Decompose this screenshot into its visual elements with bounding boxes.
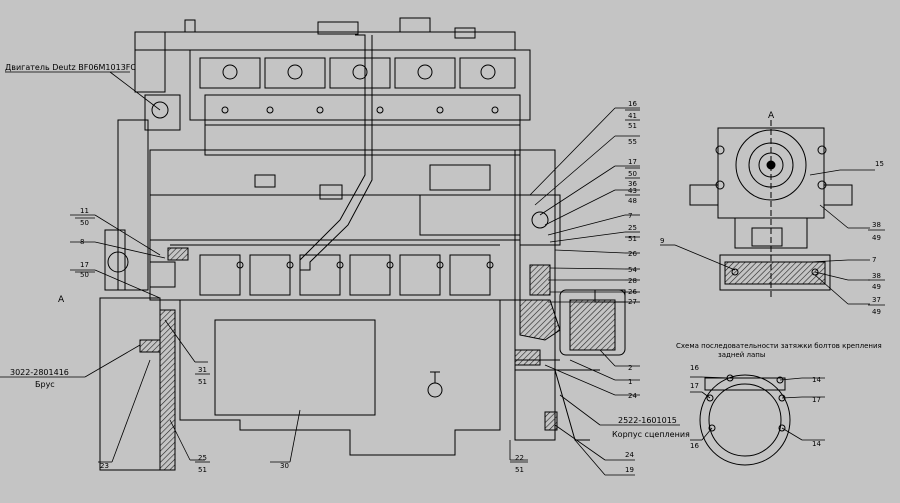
view-a-marker: А: [58, 295, 65, 305]
callout-24b: 24: [625, 451, 634, 459]
callout-24: 24: [628, 392, 637, 400]
scheme-callout-16: 16: [690, 364, 699, 372]
engine-label: Двигатель Deutz BF06M1013FC: [5, 63, 136, 72]
callout-50b: 50: [80, 219, 89, 227]
view-callout-37: 37: [872, 296, 881, 304]
leader-lines: [0, 71, 885, 476]
callout-51c: 51: [198, 378, 207, 386]
beam-caption: Брус: [35, 380, 55, 389]
callout-26b: 26: [628, 288, 637, 296]
callout-16: 16: [628, 100, 637, 108]
view-a-drawing: [689, 120, 853, 300]
callout-50: 50: [628, 170, 637, 178]
scheme-callout-17b: 17: [812, 396, 821, 404]
view-callout-49b: 49: [872, 283, 881, 291]
callout-36: 36: [628, 180, 637, 188]
clutch-caption: Корпус сцепления: [612, 430, 690, 439]
scheme-callout-14b: 14: [812, 440, 821, 448]
clutch-part-number: 2522-1601015: [618, 416, 677, 425]
callout-27: 27: [628, 298, 637, 306]
callout-25b: 25: [198, 454, 207, 462]
scheme-caption-line2: задней лапы: [718, 351, 765, 359]
callout-55: 55: [628, 138, 637, 146]
callout-28: 28: [628, 277, 637, 285]
callout-48: 48: [628, 197, 637, 205]
callout-11: 11: [80, 207, 89, 215]
labels: Двигатель Deutz BF06M1013FC А А 3022-280…: [5, 63, 884, 474]
scheme-caption-line1: Схема последовательности затяжки болтов …: [676, 342, 882, 350]
callout-51d: 51: [198, 466, 207, 474]
callout-22: 22: [515, 454, 524, 462]
tightening-scheme: [699, 374, 791, 466]
scheme-callout-14: 14: [812, 376, 821, 384]
view-callout-7: 7: [872, 256, 876, 264]
callout-8: 8: [80, 238, 84, 246]
scheme-callout-17: 17: [690, 382, 699, 390]
scheme-callout-16b: 16: [690, 442, 699, 450]
beam-part-number: 3022-2801416: [10, 368, 69, 377]
callout-31: 31: [198, 366, 207, 374]
callout-23: 23: [100, 462, 109, 470]
callout-7: 7: [628, 212, 632, 220]
callout-30: 30: [280, 462, 289, 470]
engine-assembly: [99, 17, 626, 471]
callout-43: 43: [628, 187, 637, 195]
callout-17: 17: [628, 158, 637, 166]
callout-51b: 51: [628, 235, 637, 243]
view-callout-9: 9: [660, 237, 664, 245]
view-callout-38: 38: [872, 221, 881, 229]
view-callout-15: 15: [875, 160, 884, 168]
callout-51e: 51: [515, 466, 524, 474]
callout-1: 1: [628, 378, 632, 386]
callout-25: 25: [628, 224, 637, 232]
callout-17b: 17: [80, 261, 89, 269]
callout-54: 54: [628, 266, 637, 274]
view-callout-38b: 38: [872, 272, 881, 280]
callout-51: 51: [628, 122, 637, 130]
view-callout-49: 49: [872, 234, 881, 242]
callout-41: 41: [628, 112, 637, 120]
view-callout-49c: 49: [872, 308, 881, 316]
callout-50c: 50: [80, 271, 89, 279]
callout-19: 19: [625, 466, 634, 474]
callout-26: 26: [628, 250, 637, 258]
callout-2: 2: [628, 364, 632, 372]
view-a-title: А: [768, 111, 775, 121]
